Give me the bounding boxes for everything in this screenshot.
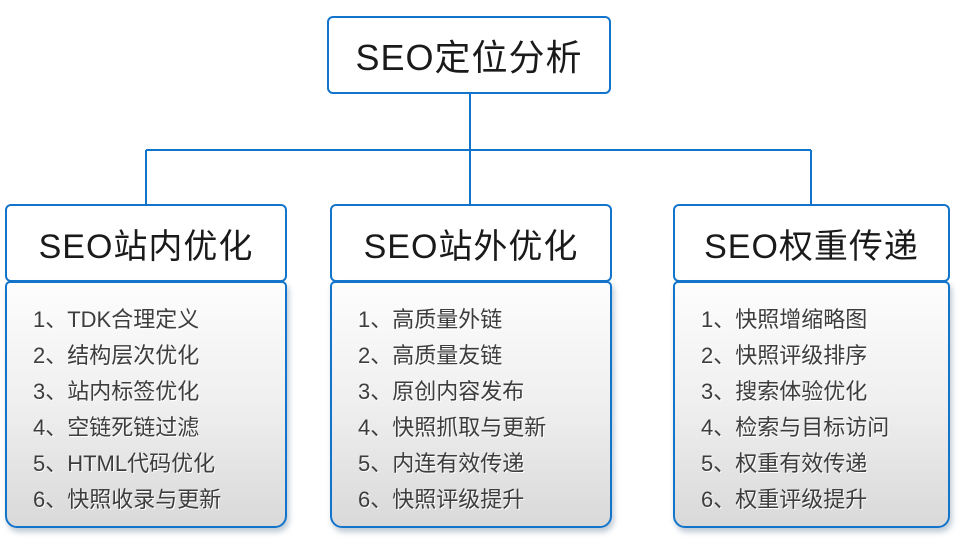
branch-item-list: 1、快照增缩略图 2、快照评级排序 3、搜索体验优化 4、检索与目标访问 5、权… bbox=[673, 281, 950, 528]
branch-title-box: SEO权重传递 bbox=[673, 204, 950, 282]
root-node-title: SEO定位分析 bbox=[355, 37, 583, 78]
branch-offsite-optimization: SEO站外优化 1、高质量外链 2、高质量友链 3、原创内容发布 4、快照抓取与… bbox=[330, 204, 612, 528]
list-item: 4、检索与目标访问 bbox=[701, 415, 890, 440]
list-item: 5、权重有效传递 bbox=[701, 451, 868, 476]
list-item: 6、权重评级提升 bbox=[701, 487, 868, 512]
list-item: 1、TDK合理定义 bbox=[33, 307, 200, 332]
list-item: 5、内连有效传递 bbox=[358, 451, 525, 476]
list-item: 3、搜索体验优化 bbox=[701, 379, 868, 404]
list-item: 3、原创内容发布 bbox=[358, 379, 525, 404]
branch-item-list: 1、TDK合理定义 2、结构层次优化 3、站内标签优化 4、空链死链过滤 5、H… bbox=[5, 281, 287, 528]
list-item: 1、快照增缩略图 bbox=[701, 307, 868, 332]
branch-title: SEO站内优化 bbox=[38, 227, 254, 266]
list-item: 6、快照收录与更新 bbox=[33, 487, 222, 512]
branch-weight-transfer: SEO权重传递 1、快照增缩略图 2、快照评级排序 3、搜索体验优化 4、检索与… bbox=[673, 204, 950, 528]
list-item: 3、站内标签优化 bbox=[33, 379, 200, 404]
list-item: 2、结构层次优化 bbox=[33, 343, 200, 368]
list-item: 2、快照评级排序 bbox=[701, 343, 868, 368]
branch-title: SEO站外优化 bbox=[363, 227, 579, 266]
branch-title-box: SEO站内优化 bbox=[5, 204, 287, 282]
root-node: SEO定位分析 bbox=[327, 16, 611, 94]
list-item: 4、空链死链过滤 bbox=[33, 415, 200, 440]
branch-item-list: 1、高质量外链 2、高质量友链 3、原创内容发布 4、快照抓取与更新 5、内连有… bbox=[330, 281, 612, 528]
list-item: 6、快照评级提升 bbox=[358, 487, 525, 512]
list-item: 4、快照抓取与更新 bbox=[358, 415, 547, 440]
branch-onsite-optimization: SEO站内优化 1、TDK合理定义 2、结构层次优化 3、站内标签优化 4、空链… bbox=[5, 204, 287, 528]
list-item: 2、高质量友链 bbox=[358, 343, 503, 368]
list-item: 1、高质量外链 bbox=[358, 307, 503, 332]
branch-title-box: SEO站外优化 bbox=[330, 204, 612, 282]
branch-title: SEO权重传递 bbox=[704, 227, 919, 266]
list-item: 5、HTML代码优化 bbox=[33, 451, 216, 476]
